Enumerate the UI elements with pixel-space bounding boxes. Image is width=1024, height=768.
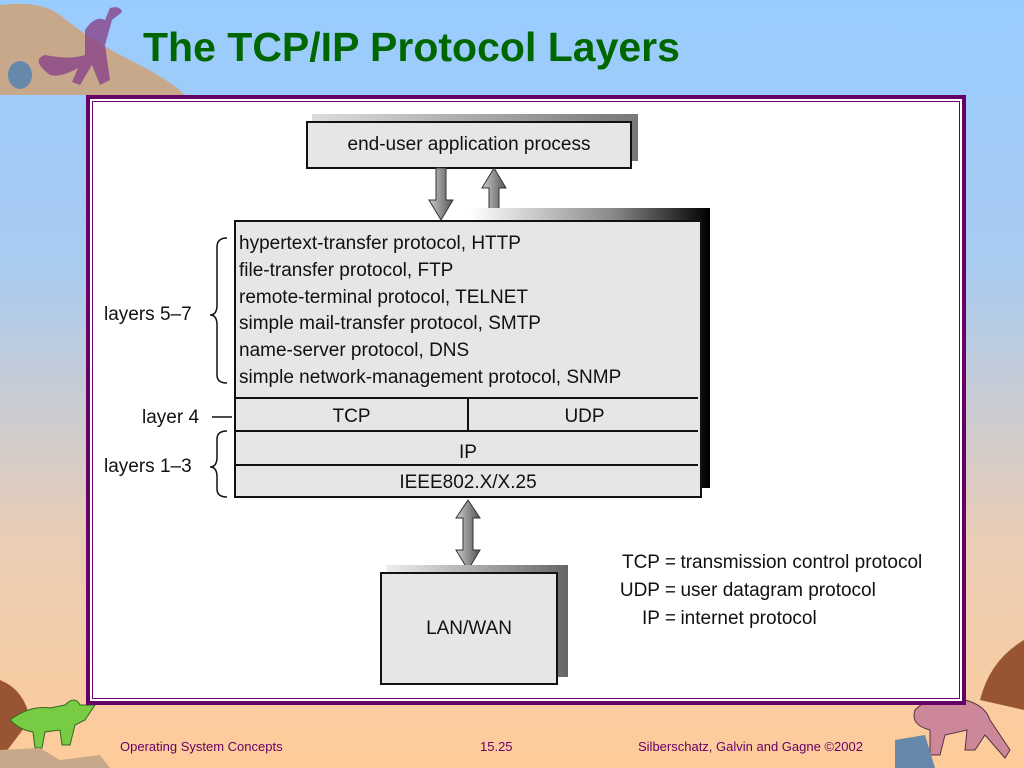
down-arrow-icon — [428, 167, 454, 221]
legend-abbr: TCP = — [621, 552, 676, 573]
label-layers-1-3: layers 1–3 — [104, 456, 192, 477]
link-layer: IEEE802.X/X.25 — [399, 472, 537, 493]
lan-wan-label: LAN/WAN — [426, 617, 512, 639]
bidirectional-arrow-icon — [455, 499, 481, 571]
application-process-box: end-user application process — [306, 121, 632, 169]
protocol-item: hypertext-transfer protocol, HTTP — [239, 233, 521, 254]
slide-title: The TCP/IP Protocol Layers — [143, 24, 680, 70]
protocol-item: name-server protocol, DNS — [239, 340, 470, 362]
legend-full: internet protocol — [680, 608, 817, 629]
footer-page-number: 15.25 — [480, 739, 513, 754]
label-layers-5-7: layers 5–7 — [104, 304, 192, 325]
tcp-layer: TCP — [332, 406, 371, 427]
protocol-item: simple mail-transfer protocol, SMTP — [239, 313, 541, 335]
application-protocols-list: hypertext-transfer protocol, HTTP file-t… — [239, 231, 621, 392]
ip-layer: IP — [459, 442, 477, 463]
divider — [236, 464, 698, 466]
legend-abbr: UDP = — [619, 580, 676, 601]
bracket-icons — [209, 237, 232, 498]
footer-course: Operating System Concepts — [120, 739, 283, 754]
udp-layer: UDP — [564, 406, 605, 427]
protocol-item: file-transfer protocol, FTP — [239, 259, 454, 281]
application-process-label: end-user application process — [347, 134, 591, 155]
protocol-item: simple network-management protocol, SNMP — [239, 366, 622, 388]
legend-item: UDP = user datagram protocol — [600, 577, 922, 605]
legend-full: transmission control protocol — [680, 552, 923, 573]
legend-full: user datagram protocol — [680, 580, 876, 601]
protocol-stack-box: hypertext-transfer protocol, HTTP file-t… — [234, 220, 702, 498]
divider — [467, 397, 469, 431]
legend-item: IP = internet protocol — [600, 605, 922, 633]
footer-authors: Silberschatz, Galvin and Gagne ©2002 — [638, 739, 863, 754]
lan-wan-box: LAN/WAN — [380, 572, 558, 685]
arrows-icon — [428, 167, 507, 221]
protocol-item: remote-terminal protocol, TELNET — [239, 286, 528, 308]
brace-icon — [209, 237, 228, 384]
brace-icon — [209, 430, 228, 498]
triceratops-illustration — [0, 680, 110, 768]
label-layer-4: layer 4 — [142, 407, 200, 428]
divider — [236, 430, 698, 432]
legend-item: TCP = transmission control protocol — [600, 549, 922, 577]
legend-abbr: IP = — [642, 608, 676, 629]
dinosaur-hill-illustration — [0, 3, 185, 95]
legend: TCP = transmission control protocol UDP … — [600, 549, 922, 633]
